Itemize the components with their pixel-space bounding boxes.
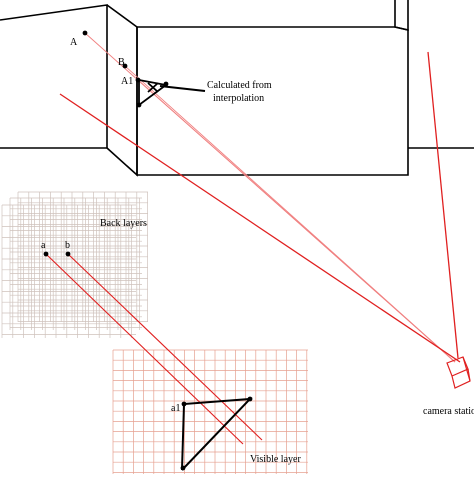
building bbox=[0, 0, 474, 177]
ray-red-main bbox=[59, 93, 461, 363]
point-A1 bbox=[135, 77, 141, 83]
label-back-layers: Back layers bbox=[100, 218, 147, 229]
point-visible-3 bbox=[180, 465, 186, 471]
label-b: b bbox=[65, 240, 70, 251]
visible-triangle bbox=[181, 397, 253, 471]
ray-b bbox=[67, 253, 263, 441]
ray-a bbox=[45, 253, 244, 445]
label-B: B bbox=[118, 57, 125, 68]
point-interp-2 bbox=[136, 102, 142, 108]
visible-triangle-outline bbox=[181, 397, 253, 471]
slant-face-outline bbox=[106, 4, 138, 177]
left-wall-outline bbox=[0, 4, 108, 149]
point-A bbox=[82, 30, 88, 36]
ray-A1-to-camera bbox=[137, 79, 456, 363]
label-a1: a1 bbox=[171, 403, 180, 414]
box-side-outline bbox=[394, 0, 409, 32]
point-interp-1 bbox=[163, 81, 169, 87]
point-visible-2 bbox=[247, 396, 253, 402]
interpolation-triangle bbox=[138, 78, 169, 107]
points bbox=[43, 30, 253, 471]
labels: A B A1 Calculated from interpolation Bac… bbox=[41, 37, 474, 465]
interpolation-cross-2 bbox=[147, 82, 159, 93]
interpolation-marker bbox=[138, 78, 206, 107]
point-B bbox=[122, 63, 128, 69]
point-a1 bbox=[181, 401, 187, 407]
callout-line1: Calculated from bbox=[207, 80, 272, 91]
label-A1: A1 bbox=[121, 76, 133, 87]
point-b bbox=[65, 251, 71, 257]
label-camera-station: camera station bbox=[423, 406, 474, 417]
rays bbox=[45, 32, 461, 445]
camera-lens bbox=[451, 368, 471, 389]
camera-icon bbox=[446, 356, 471, 389]
label-visible-layer: Visible layer bbox=[250, 454, 301, 465]
callout-line2: interpolation bbox=[213, 93, 264, 104]
callout-leader bbox=[159, 85, 206, 92]
label-a: a bbox=[41, 240, 46, 251]
label-A: A bbox=[70, 37, 78, 48]
back-layers-grid bbox=[1, 191, 148, 338]
box-front-outline bbox=[136, 26, 409, 176]
ray-red-up bbox=[427, 51, 459, 359]
camera-edge bbox=[462, 356, 471, 382]
point-a bbox=[43, 251, 49, 257]
